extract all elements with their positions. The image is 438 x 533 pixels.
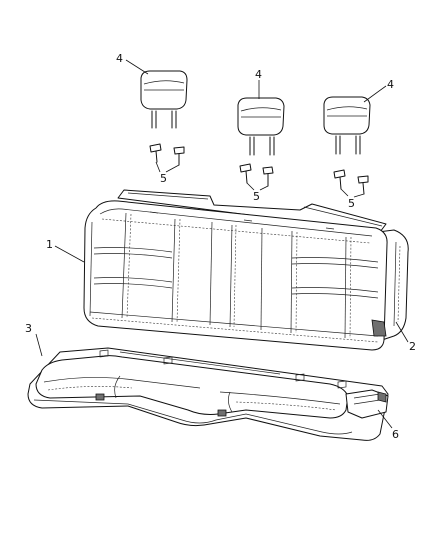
- callout-headrest-right: 4: [387, 78, 394, 91]
- callout-fasteners-center: 5: [253, 190, 260, 203]
- fastener-set-right: [333, 169, 369, 195]
- seat-cushion[interactable]: [27, 347, 389, 441]
- callout-headrest-center: 4: [255, 68, 262, 81]
- headrest-right[interactable]: [323, 96, 371, 155]
- leader-lines: [35, 59, 409, 429]
- cushion-side-bracket[interactable]: [345, 389, 389, 419]
- headrest-center[interactable]: [237, 97, 285, 156]
- callout-seat-back-side: 2: [409, 340, 416, 353]
- callout-seat-cushion: 3: [25, 322, 32, 335]
- seat-back[interactable]: [83, 189, 409, 351]
- callout-seat-back: 1: [46, 238, 53, 251]
- callout-fasteners-left: 5: [160, 172, 167, 185]
- fastener-set-left: [149, 143, 185, 166]
- headrest-left[interactable]: [140, 70, 188, 129]
- callout-fasteners-right: 5: [348, 197, 355, 210]
- callout-headrest-left: 4: [116, 52, 123, 65]
- fastener-set-center: [239, 163, 274, 187]
- callout-cushion-bracket: 6: [392, 428, 399, 441]
